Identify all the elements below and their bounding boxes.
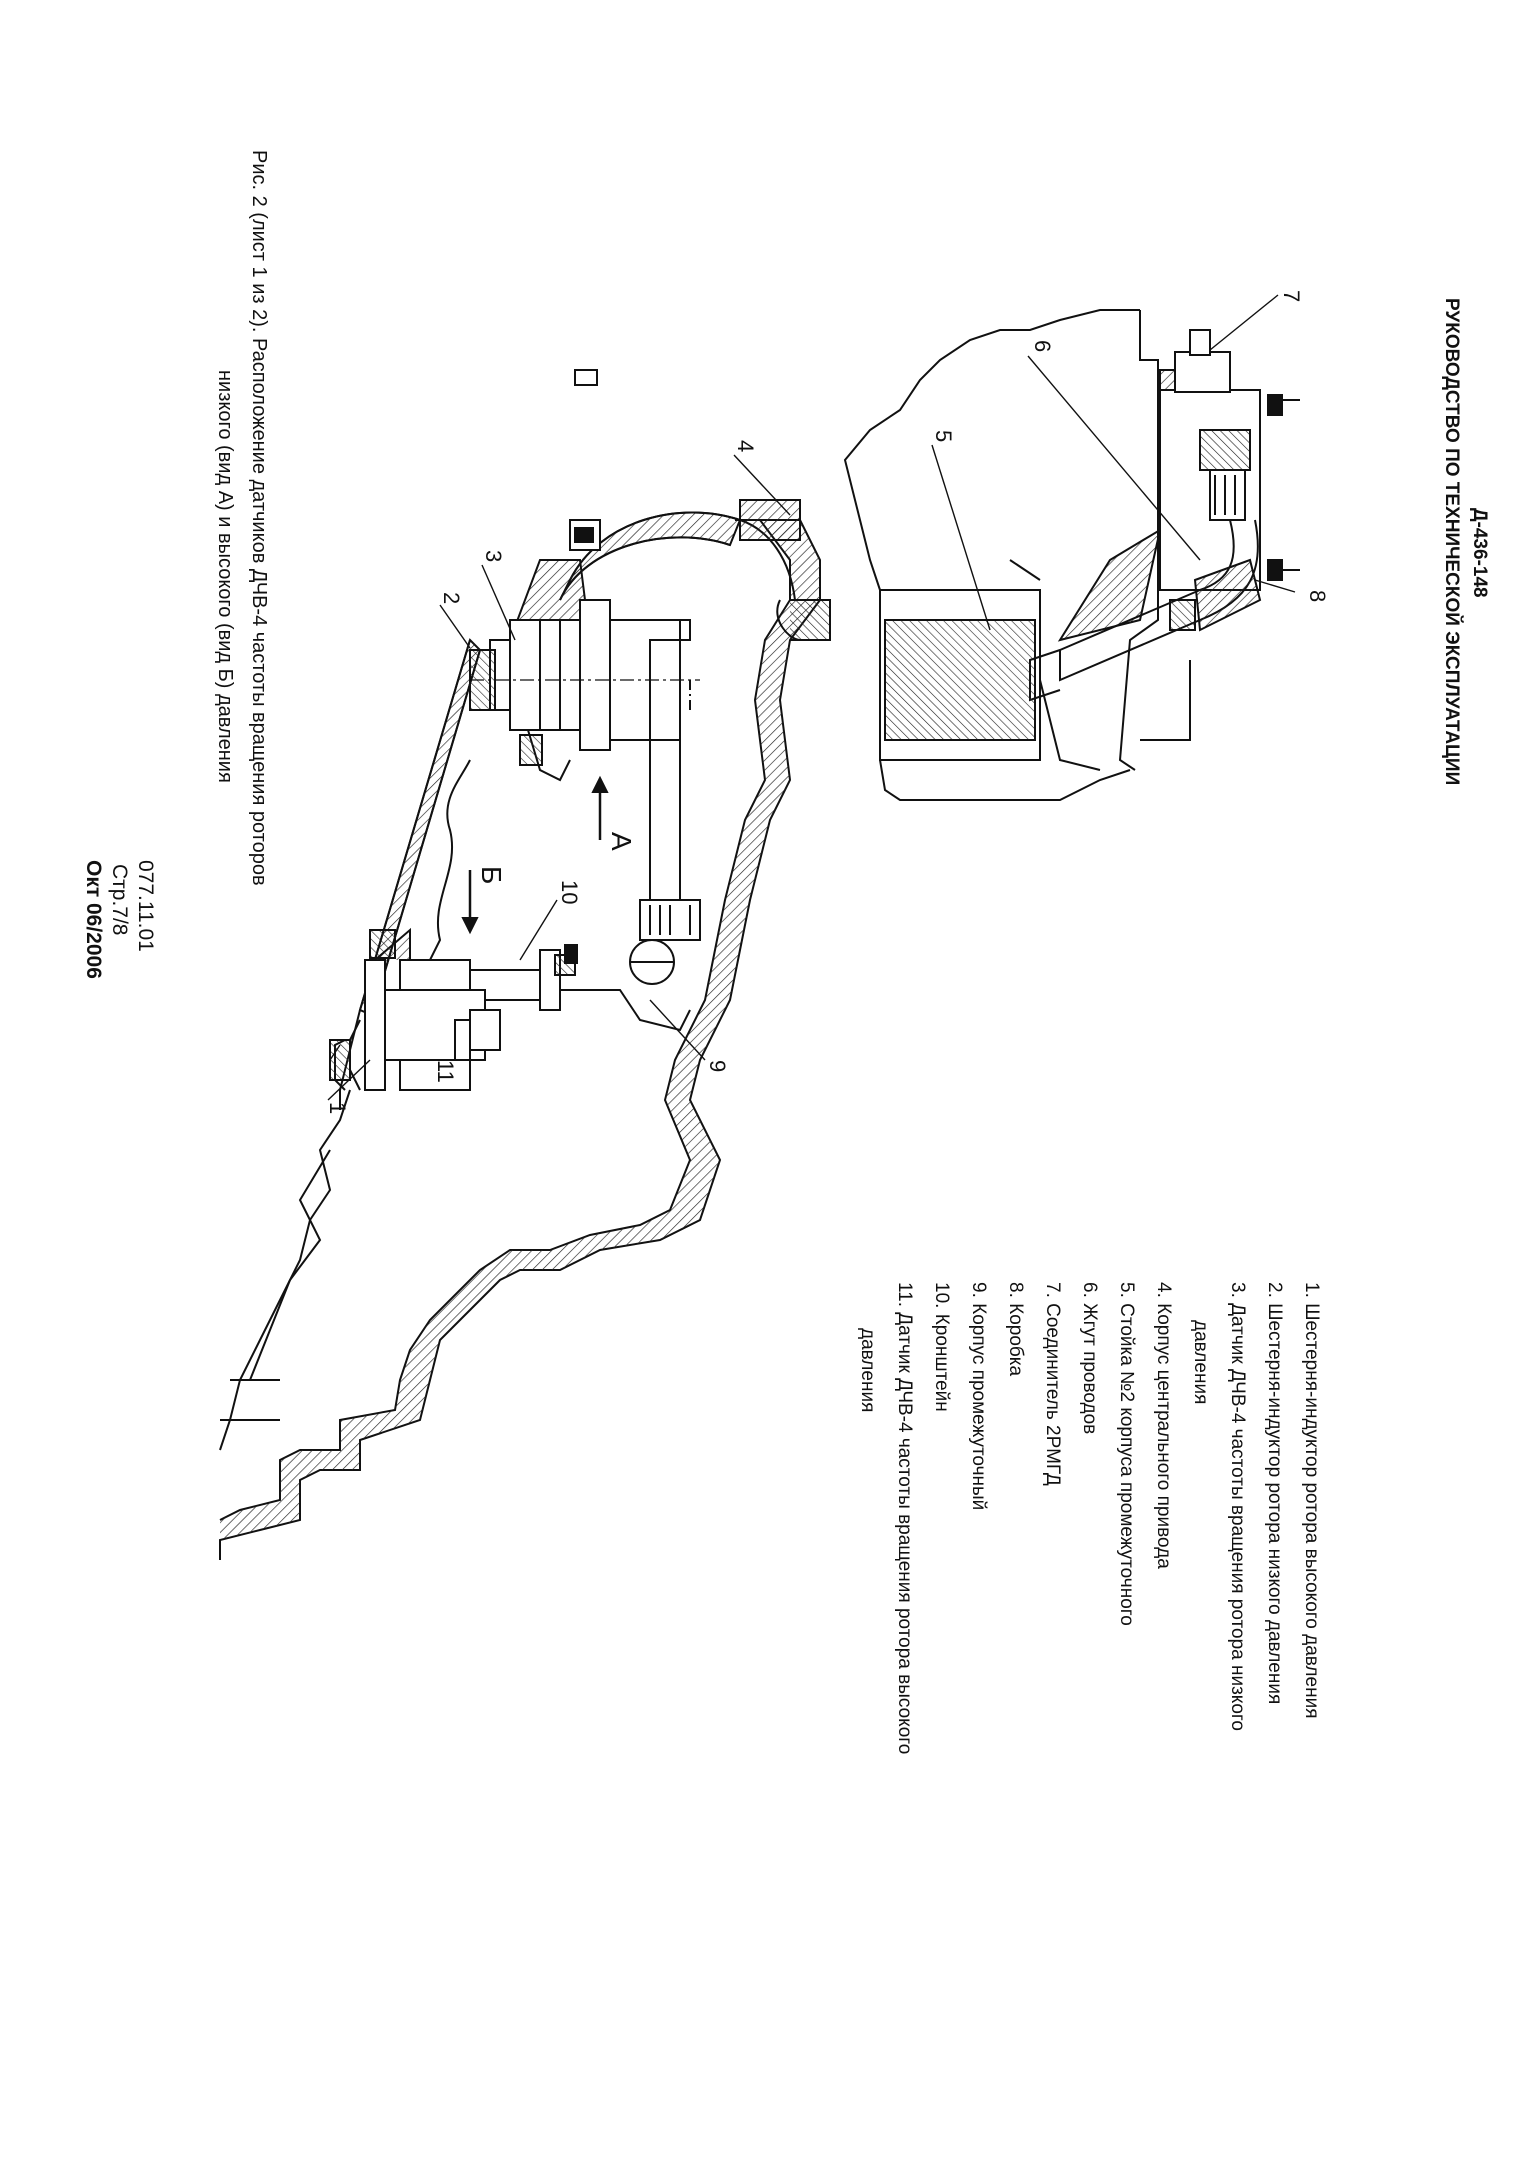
lower-assembly — [219, 369, 831, 1560]
callouts — [327, 294, 1296, 1101]
callout-3: 3 — [481, 550, 506, 562]
callout-8: 8 — [1305, 590, 1330, 602]
callout-5: 5 — [931, 430, 956, 442]
upper-assembly — [843, 309, 1300, 801]
callout-4: 4 — [733, 440, 758, 452]
view-b-label: Б — [476, 866, 507, 884]
view-a-label: А — [606, 832, 637, 851]
callout-6: 6 — [1030, 340, 1055, 352]
callout-2: 2 — [439, 592, 464, 604]
callout-9: 9 — [705, 1060, 730, 1072]
callout-7: 7 — [1279, 290, 1304, 302]
callout-labels: 7 8 6 5 4 3 2 10 9 11 1 А Б — [325, 290, 1330, 1114]
callout-1: 1 — [325, 1102, 350, 1114]
callout-10: 10 — [557, 880, 582, 904]
callout-11: 11 — [433, 1060, 458, 1083]
